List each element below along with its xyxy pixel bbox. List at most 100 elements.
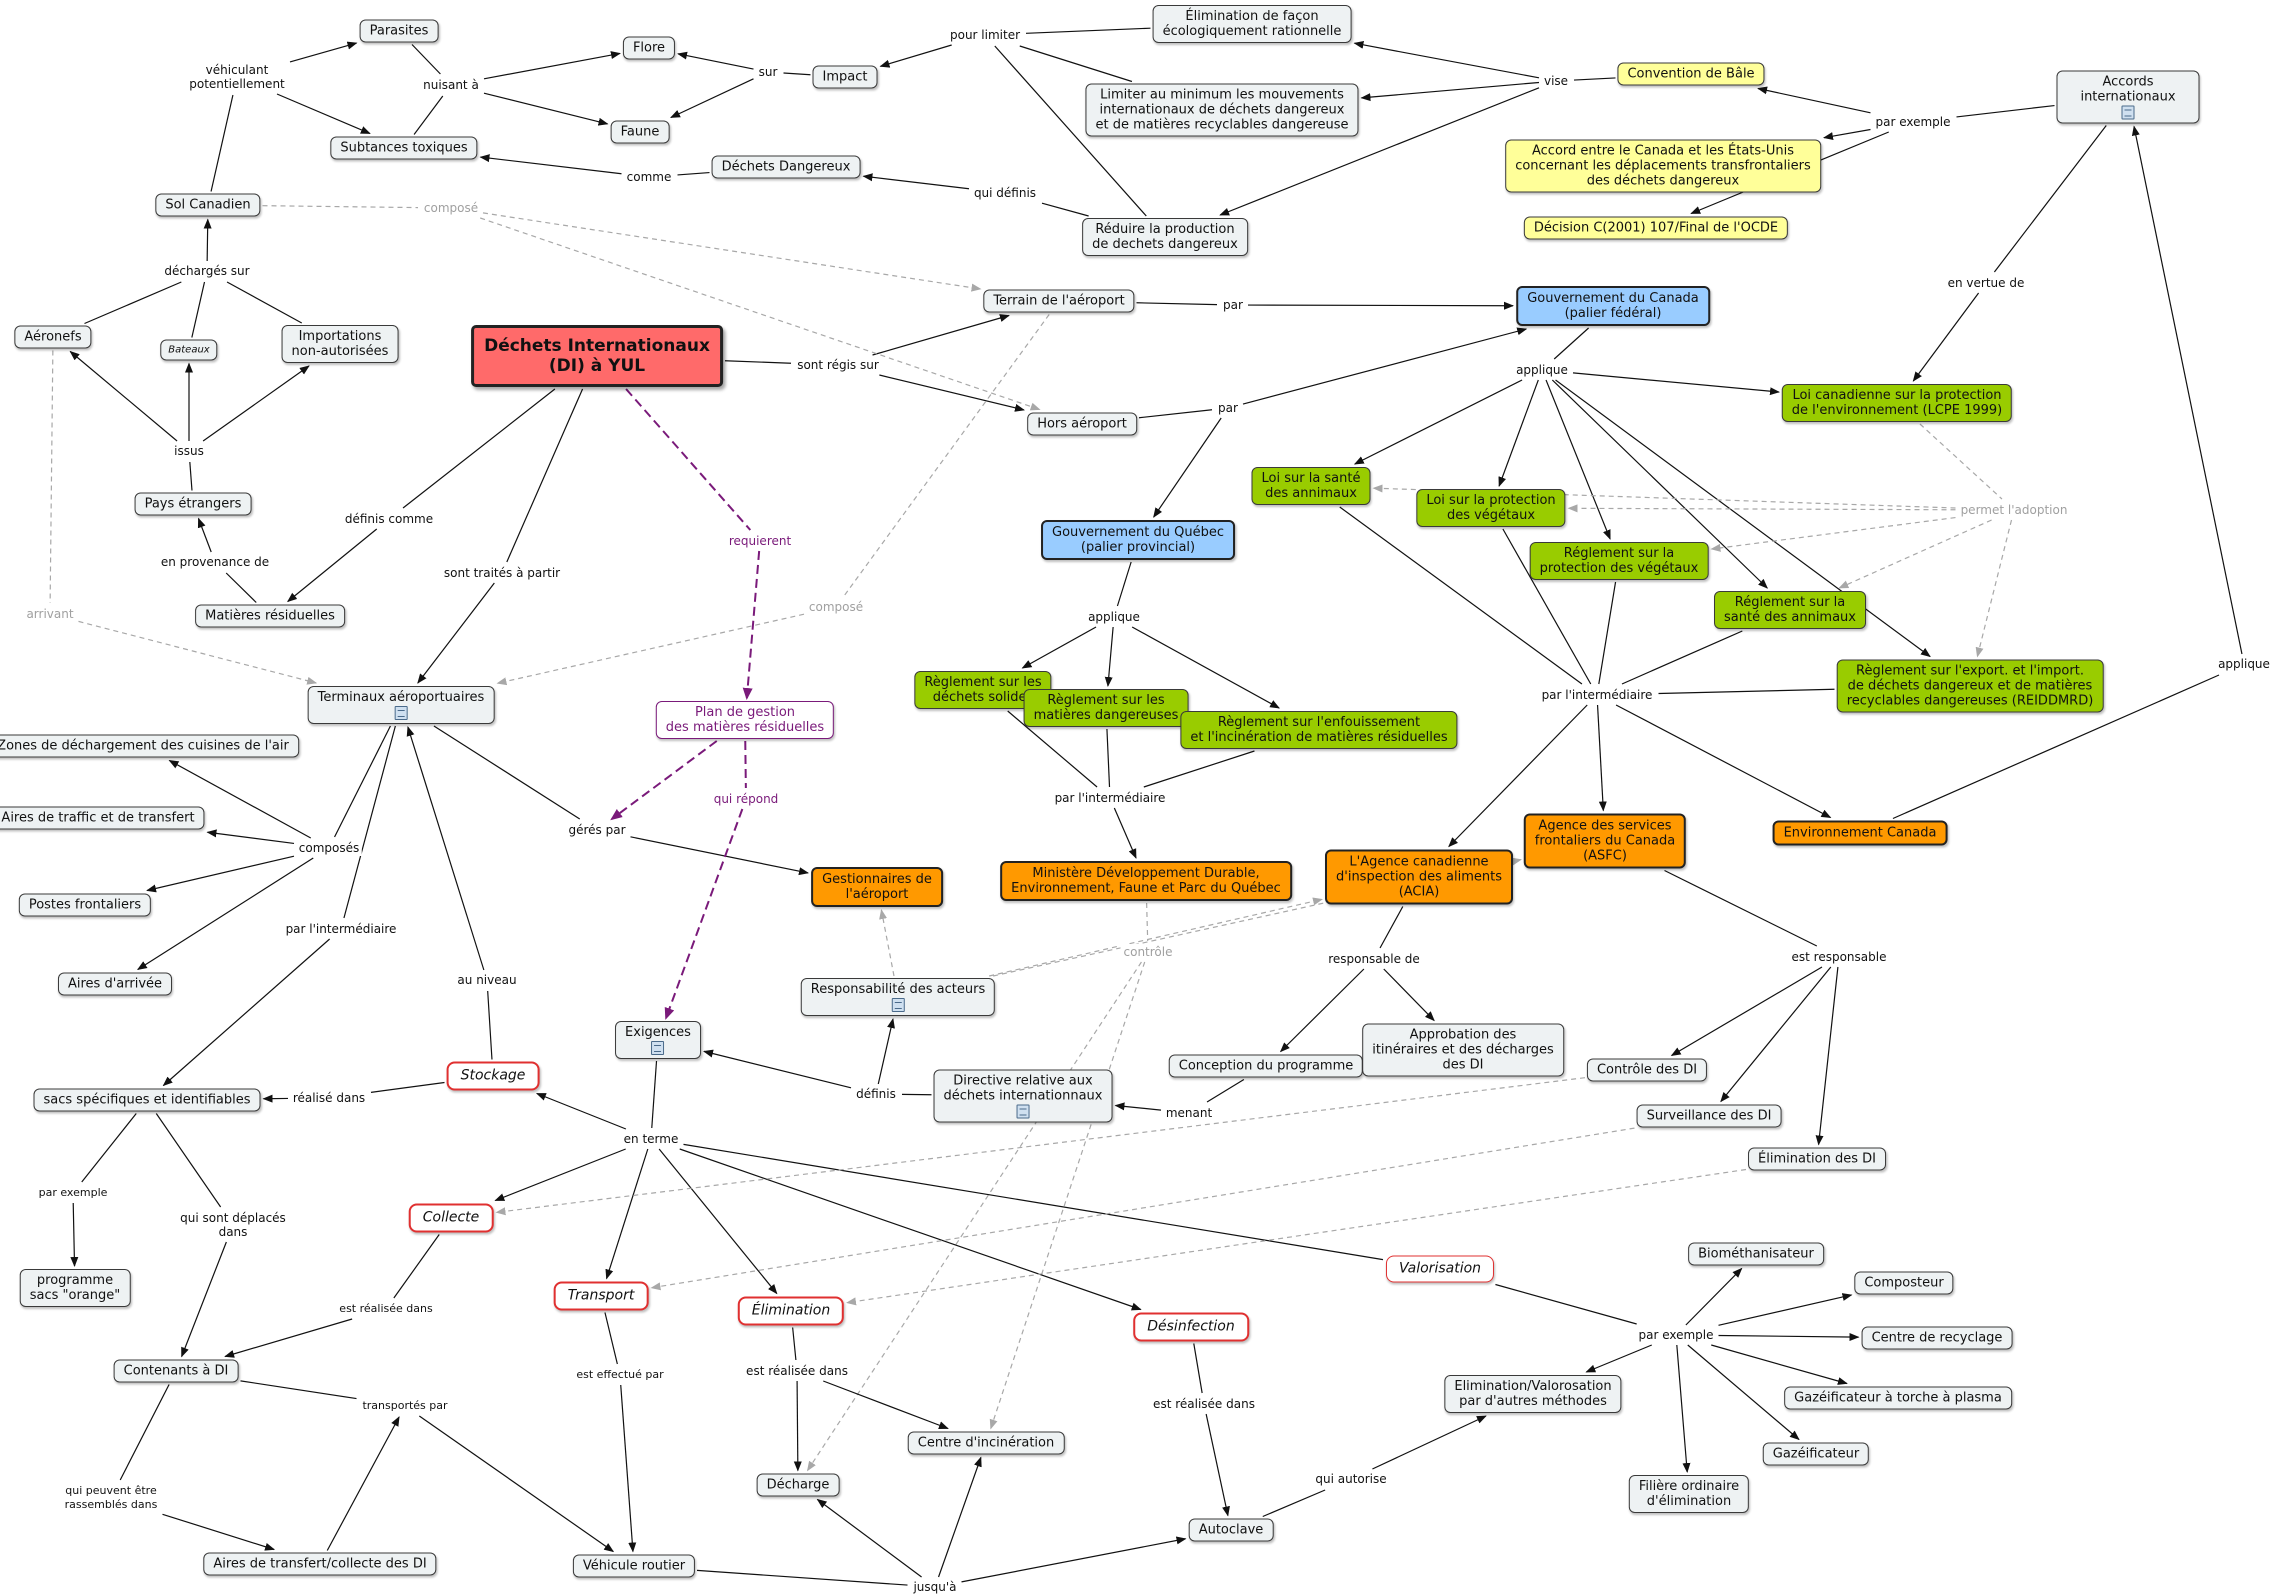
node-bateaux[interactable]: Bateaux	[160, 340, 217, 361]
edge-terrain-l_par1	[1137, 303, 1218, 305]
edge-main-l_definis	[403, 389, 555, 508]
document-icon[interactable]	[652, 1041, 665, 1055]
node-regveg[interactable]: Réglement sur la protection des végétaux	[1530, 542, 1709, 580]
node-aires[interactable]: Aires de traffic et de transfert	[0, 807, 205, 830]
node-main[interactable]: Déchets Internationaux (DI) à YUL	[471, 325, 723, 387]
node-zones[interactable]: Zones de déchargement des cuisines de l'…	[0, 735, 299, 758]
node-flore[interactable]: Flore	[623, 37, 675, 60]
link-label-parex3: par exemple	[1635, 1327, 1716, 1343]
node-label: Élimination de façon écologiquement rati…	[1163, 9, 1342, 39]
node-label: Hors aéroport	[1037, 417, 1127, 432]
node-envcan[interactable]: Environnement Canada	[1773, 821, 1948, 846]
node-subtox[interactable]: Subtances toxiques	[330, 137, 477, 160]
link-label-definis: définis comme	[342, 511, 436, 527]
node-sacs[interactable]: sacs spécifiques et identifiables	[34, 1089, 261, 1112]
node-dechdang[interactable]: Déchets Dangereux	[712, 156, 861, 179]
node-decharge[interactable]: Décharge	[757, 1474, 840, 1497]
node-acia[interactable]: L'Agence canadienne d'inspection des ali…	[1325, 850, 1513, 905]
edge-l_menant-directive	[1116, 1105, 1162, 1110]
node-label: Composteur	[1864, 1276, 1943, 1291]
node-label: Déchets Dangereux	[722, 160, 851, 175]
node-elimdi[interactable]: Élimination des DI	[1748, 1148, 1886, 1171]
link-label-vise: vise	[1541, 73, 1571, 89]
node-limiter[interactable]: Limiter au minimum les mouvements intern…	[1085, 84, 1358, 137]
node-terrain[interactable]: Terrain de l'aéroport	[983, 290, 1134, 313]
node-regsante[interactable]: Réglement sur la santé des annimaux	[1714, 591, 1866, 629]
node-gazplasma[interactable]: Gazéificateur à torche à plasma	[1784, 1387, 2012, 1410]
node-postes[interactable]: Postes frontaliers	[19, 894, 151, 917]
node-faune[interactable]: Faune	[611, 121, 670, 144]
edge-collecte-l_estreal1	[394, 1235, 439, 1299]
node-solcan[interactable]: Sol Canadien	[155, 194, 260, 217]
edge-mddefp-l_controle	[1147, 903, 1148, 941]
node-gazeif[interactable]: Gazéificateur	[1763, 1443, 1869, 1466]
node-contenants[interactable]: Contenants à DI	[114, 1360, 239, 1383]
node-impact[interactable]: Impact	[813, 66, 878, 89]
link-label-pourlim: pour limiter	[947, 27, 1023, 43]
document-icon[interactable]	[1016, 1105, 1029, 1119]
node-ocde[interactable]: Décision C(2001) 107/Final de l'OCDE	[1524, 217, 1788, 240]
node-collecte[interactable]: Collecte	[409, 1204, 494, 1233]
edge-stockage-l_realise	[371, 1083, 445, 1093]
edge-l_applique1-loisante	[1355, 380, 1522, 464]
node-elim[interactable]: Élimination	[738, 1297, 844, 1326]
node-elimfacon[interactable]: Élimination de façon écologiquement rati…	[1153, 5, 1352, 43]
node-incin[interactable]: Centre d'incinération	[908, 1432, 1065, 1455]
node-label: Véhicule routier	[583, 1559, 685, 1574]
node-respact[interactable]: Responsabilité des acteurs	[801, 978, 995, 1016]
node-loisante[interactable]: Loi sur la santé des annimaux	[1252, 467, 1371, 505]
node-approb[interactable]: Approbation des itinéraires et des décha…	[1362, 1024, 1564, 1077]
node-controle[interactable]: Contrôle des DI	[1587, 1059, 1707, 1082]
node-label: Accord entre le Canada et les États-Unis…	[1515, 144, 1811, 189]
node-import[interactable]: Importations non-autorisées	[282, 325, 399, 363]
node-airesarr[interactable]: Aires d'arrivée	[58, 973, 172, 996]
node-compost[interactable]: Composteur	[1854, 1272, 1953, 1295]
node-recycl[interactable]: Centre de recyclage	[1862, 1327, 2013, 1350]
node-regenf[interactable]: Règlement sur l'enfouissement et l'incin…	[1180, 711, 1457, 749]
node-accint[interactable]: Accords internationaux	[2057, 71, 2200, 124]
node-mddefp[interactable]: Ministère Développement Durable, Environ…	[1000, 861, 1292, 901]
node-matres[interactable]: Matières résiduelles	[195, 605, 345, 628]
node-filiere[interactable]: Filière ordinaire d'élimination	[1629, 1475, 1749, 1513]
edge-l_estresp-elimdi	[1819, 967, 1838, 1145]
node-accord[interactable]: Accord entre le Canada et les États-Unis…	[1505, 140, 1821, 193]
node-transport[interactable]: Transport	[554, 1282, 649, 1311]
node-biometh[interactable]: Biométhanisateur	[1688, 1243, 1824, 1266]
node-pays[interactable]: Pays étrangers	[135, 493, 252, 516]
node-label: Décision C(2001) 107/Final de l'OCDE	[1534, 221, 1778, 236]
node-gestion[interactable]: Gestionnaires de l'aéroport	[811, 867, 943, 907]
document-icon[interactable]	[891, 998, 904, 1012]
node-plan[interactable]: Plan de gestion des matières résiduelles	[656, 701, 834, 739]
node-airestr[interactable]: Aires de transfert/collecte des DI	[203, 1553, 436, 1576]
node-gouvcan[interactable]: Gouvernement du Canada (palier fédéral)	[1516, 286, 1710, 326]
node-stockage[interactable]: Stockage	[447, 1062, 540, 1091]
node-exigences[interactable]: Exigences	[615, 1021, 701, 1059]
node-surv[interactable]: Surveillance des DI	[1637, 1105, 1782, 1128]
node-label: L'Agence canadienne d'inspection des ali…	[1336, 855, 1502, 900]
node-elimval[interactable]: Elimination/Valorosation par d'autres mé…	[1444, 1375, 1621, 1413]
node-vehicule[interactable]: Véhicule routier	[573, 1555, 695, 1578]
node-regmat[interactable]: Règlement sur les matières dangereuses	[1024, 689, 1189, 727]
edge-pays-l_issus	[190, 462, 192, 491]
node-reduire[interactable]: Réduire la production de dechets dangere…	[1082, 218, 1248, 256]
node-valor[interactable]: Valorisation	[1386, 1256, 1494, 1283]
node-autoclave[interactable]: Autoclave	[1189, 1519, 1274, 1542]
node-terminaux[interactable]: Terminaux aéroportuaires	[308, 686, 495, 724]
node-directive[interactable]: Directive relative aux déchets internati…	[934, 1070, 1113, 1123]
node-loiveg[interactable]: Loi sur la protection des végétaux	[1416, 489, 1565, 527]
node-gouvqc[interactable]: Gouvernement du Québec (palier provincia…	[1041, 520, 1235, 560]
node-programme[interactable]: programme sacs "orange"	[20, 1269, 131, 1307]
document-icon[interactable]	[394, 706, 407, 720]
node-parasites[interactable]: Parasites	[360, 20, 439, 43]
node-hors[interactable]: Hors aéroport	[1027, 413, 1137, 436]
node-aeronefs[interactable]: Aéronefs	[14, 326, 91, 349]
node-conception[interactable]: Conception du programme	[1169, 1055, 1363, 1078]
node-asfc[interactable]: Agence des services frontaliers du Canad…	[1524, 814, 1686, 869]
node-reiddmrd[interactable]: Règlement sur l'export. et l'import. de …	[1837, 660, 2104, 713]
edge-l_parex3-biometh	[1686, 1269, 1742, 1326]
node-bale[interactable]: Convention de Bâle	[1617, 63, 1764, 86]
node-desinf[interactable]: Désinfection	[1133, 1313, 1249, 1342]
document-icon[interactable]	[2122, 106, 2135, 120]
node-lcpe[interactable]: Loi canadienne sur la protection de l'en…	[1782, 384, 2012, 422]
edge-l_jusqua-decharge	[817, 1500, 921, 1578]
